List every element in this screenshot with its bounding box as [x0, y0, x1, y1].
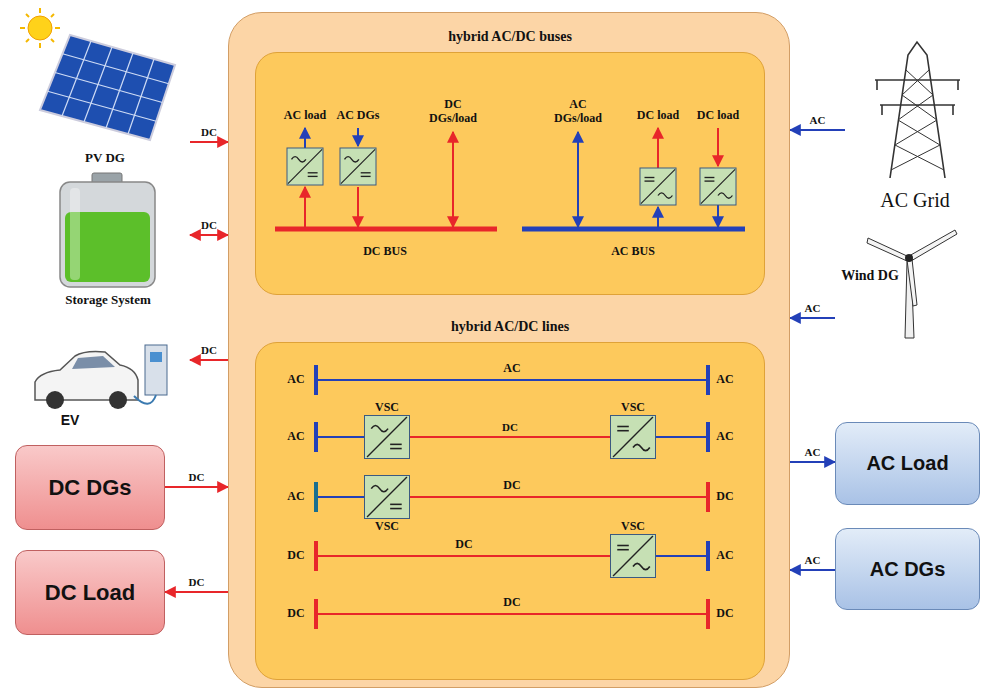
component-box: DC Load	[15, 550, 165, 635]
vsc-label: VSC	[621, 400, 645, 415]
line-end-label: DC	[716, 607, 733, 621]
connector	[165, 591, 228, 593]
line-end-label: AC	[716, 373, 733, 387]
caption: AC Grid	[880, 189, 949, 212]
connector	[190, 359, 228, 361]
edge-label: DC	[201, 344, 217, 356]
storage-source: Storage System	[25, 168, 190, 313]
edge-label: DC	[189, 471, 205, 483]
ac-bus-bar	[522, 227, 745, 232]
converter-symbol	[287, 148, 736, 205]
wind-source: Wind DG	[835, 222, 980, 340]
vsc-converter: VSC	[364, 415, 410, 459]
ev-illustration	[35, 345, 167, 409]
connector	[190, 141, 228, 143]
line-wires	[318, 380, 706, 614]
connector	[190, 234, 228, 236]
line-end-label: DC	[287, 607, 304, 621]
panel-heading: hybrid AC/DC buses	[256, 29, 764, 45]
bus-label: DC load	[697, 109, 739, 123]
bus-label: DC DGs/load	[422, 98, 484, 126]
bus-label: AC load	[284, 109, 326, 123]
component-box: DC DGs	[15, 445, 165, 530]
edge-label: AC	[805, 446, 821, 458]
connector	[790, 129, 845, 131]
dc-bus-bar	[275, 227, 497, 232]
component-box: AC Load	[835, 422, 980, 505]
component-box: AC DGs	[835, 528, 980, 610]
battery-illustration	[60, 173, 155, 287]
box-label: AC Load	[866, 452, 948, 475]
ac-grid: AC Grid	[845, 40, 980, 215]
edge-label: DC	[201, 219, 217, 231]
connector	[165, 486, 228, 488]
box-label: AC DGs	[870, 558, 946, 581]
converter-symbol	[611, 535, 655, 577]
vsc-label: VSC	[621, 519, 645, 534]
bus-label: AC DGs	[336, 109, 379, 123]
box-label: DC DGs	[48, 475, 131, 501]
group-panel: hybrid AC/DC linesVSCVSCVSCVSC	[255, 342, 765, 680]
caption: PV DG	[85, 150, 125, 166]
edge-label: AC	[805, 302, 821, 314]
vsc-label: VSC	[375, 400, 399, 415]
line-end-label: AC	[287, 430, 304, 444]
connector	[790, 317, 835, 319]
line-end-label: AC	[287, 490, 304, 504]
connector	[790, 461, 835, 463]
line-end-label: DC	[716, 490, 733, 504]
vsc-converter: VSC	[610, 534, 656, 578]
caption: Wind DG	[841, 268, 899, 284]
line-end-label: DC	[503, 596, 520, 610]
line-end-label: DC	[455, 538, 472, 552]
box-label: DC Load	[45, 580, 135, 606]
converter-symbol	[365, 416, 409, 458]
converter-symbol	[365, 476, 409, 518]
bus-label: DC BUS	[363, 245, 407, 259]
ev-load: EV	[25, 330, 190, 430]
vsc-converter: VSC	[610, 415, 656, 459]
line-end-bars	[316, 365, 708, 629]
edge-label: AC	[805, 554, 821, 566]
transmission-tower-illustration	[875, 42, 960, 178]
edge-label: AC	[810, 114, 826, 126]
connector	[410, 436, 610, 438]
vsc-label: VSC	[375, 519, 399, 534]
pv-source: PV DG	[15, 5, 190, 170]
bus-label: AC BUS	[611, 245, 655, 259]
edge-label: DC	[201, 126, 217, 138]
bus-label: DC load	[637, 109, 679, 123]
connector	[790, 569, 835, 571]
line-end-label: DC	[503, 479, 520, 493]
caption: Storage System	[65, 292, 151, 308]
line-end-label: AC	[287, 373, 304, 387]
caption: EV	[61, 412, 80, 428]
line-end-label: AC	[503, 362, 520, 376]
bus-label: AC DGs/load	[547, 98, 609, 126]
pv-panel-illustration	[20, 8, 175, 140]
edge-label: DC	[502, 421, 518, 433]
line-end-label: AC	[716, 430, 733, 444]
line-end-label: AC	[716, 549, 733, 563]
converter-symbol	[611, 416, 655, 458]
group-panel: hybrid AC/DC buses	[255, 52, 765, 295]
wind-turbine-illustration	[867, 230, 957, 338]
bus-arrows	[305, 128, 718, 227]
line-end-label: DC	[287, 549, 304, 563]
panel-heading: hybrid AC/DC lines	[256, 319, 764, 335]
edge-label: DC	[189, 576, 205, 588]
vsc-converter: VSC	[364, 475, 410, 519]
